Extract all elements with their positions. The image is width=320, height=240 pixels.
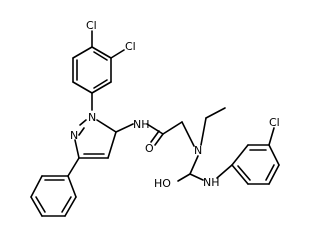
atom-cl-top: Cl (86, 19, 97, 32)
atom-nh-amide: NH (133, 118, 150, 131)
atom-n-ethyl: N (194, 144, 202, 157)
atom-cl-right: Cl (269, 116, 280, 129)
atom-ho-urea: HO (154, 177, 171, 190)
chemical-structure: Cl Cl N N NH O N HO NH Cl (30, 19, 280, 217)
bonds (30, 30, 280, 217)
atom-nh-urea: NH (203, 176, 220, 189)
atom-cl-mid: Cl (125, 40, 136, 53)
atom-n-pyrazole-1: N (88, 111, 96, 124)
atom-n-pyrazole-2: N (70, 129, 78, 142)
atom-labels: Cl Cl N N NH O N HO NH Cl (70, 19, 280, 190)
atom-o-carbonyl: O (145, 142, 154, 155)
